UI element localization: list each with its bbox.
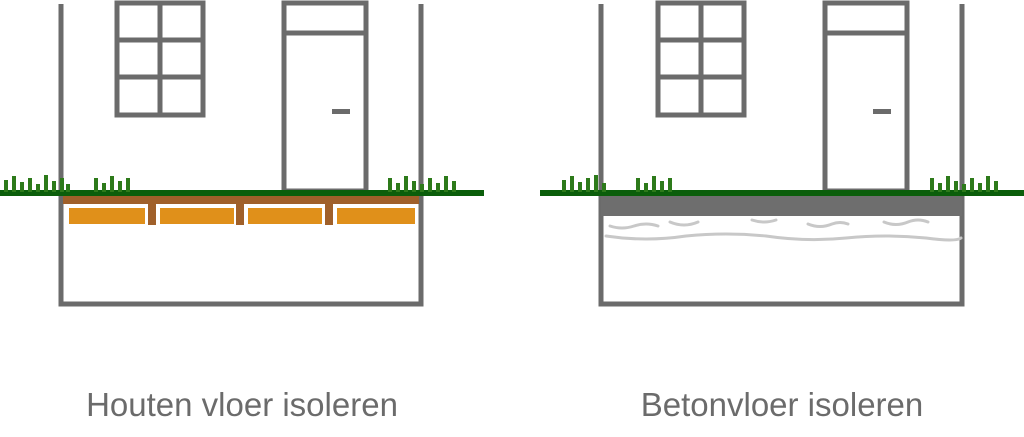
joist: [148, 200, 156, 225]
ground-line: [0, 190, 484, 196]
grass-middle: [636, 176, 672, 192]
grass-right: [930, 176, 998, 192]
insulation-board: [248, 208, 322, 224]
wood-floor-caption: Houten vloer isoleren: [86, 386, 398, 423]
window: [114, 0, 206, 118]
joist: [236, 200, 244, 225]
door-handle: [873, 109, 891, 114]
concrete-floor-caption: Betonvloer isoleren: [640, 386, 924, 423]
ground-line: [540, 190, 1024, 196]
concrete-floor-diagram: [540, 0, 1024, 307]
grass-right: [388, 176, 456, 192]
joist: [325, 200, 333, 225]
door: [281, 0, 369, 194]
wood-floor-diagram: [0, 0, 484, 307]
insulation-board: [337, 208, 415, 224]
insulation-board: [160, 208, 234, 224]
door: [822, 0, 910, 194]
window: [655, 0, 747, 118]
grass-left: [562, 175, 606, 192]
insulation-board: [69, 208, 145, 224]
grass-left: [4, 175, 70, 192]
grass-middle: [94, 176, 130, 192]
floor-beam: [63, 195, 419, 204]
insulation-spray: [604, 218, 963, 242]
door-handle: [332, 109, 350, 114]
concrete-slab: [601, 194, 962, 216]
